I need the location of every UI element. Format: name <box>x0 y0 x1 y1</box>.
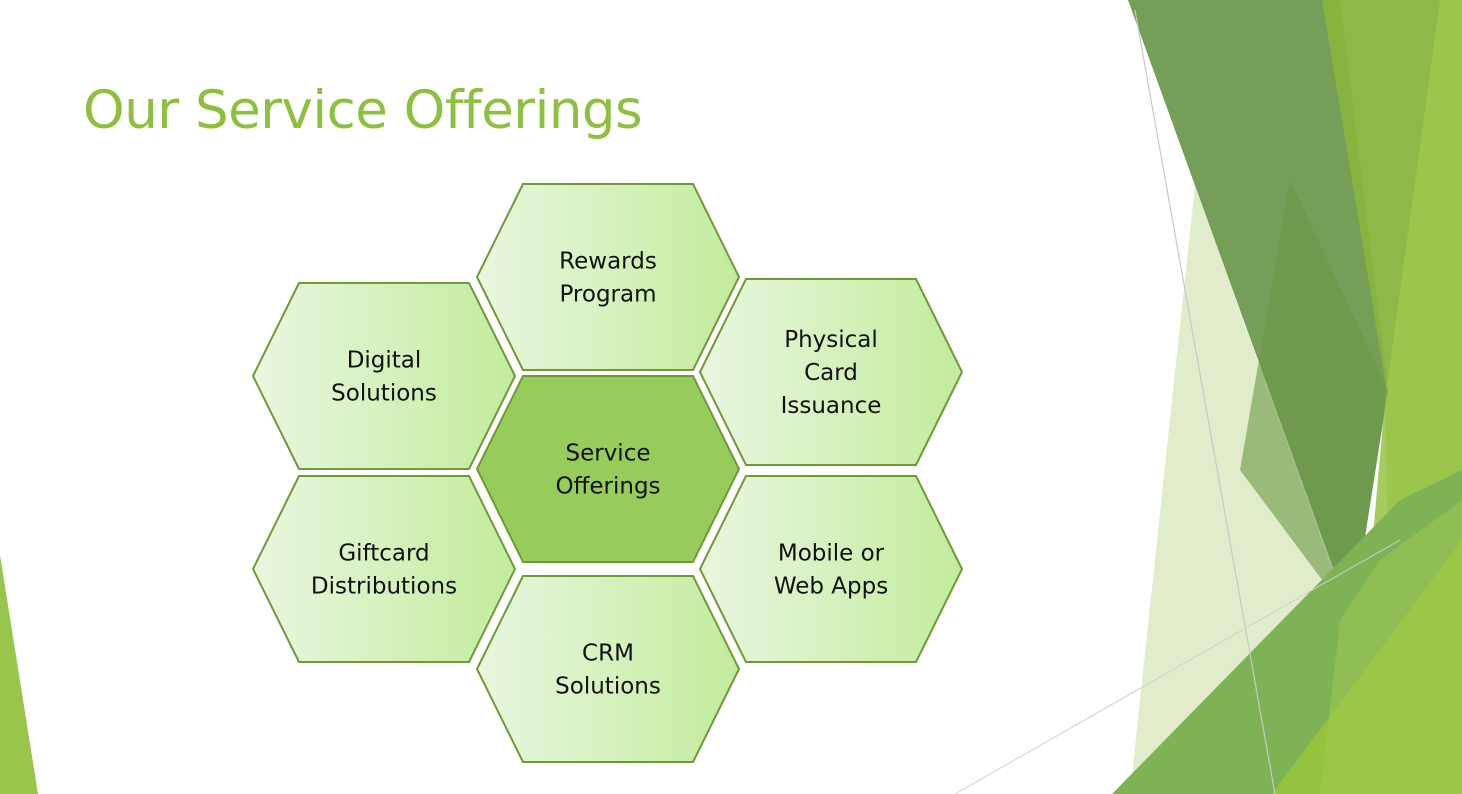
hexagon-label-line: CRM <box>582 641 634 667</box>
hexagon-label-line: Solutions <box>555 674 661 700</box>
hexagon-label-line: Digital <box>347 348 422 374</box>
hexagon-label-line: Service <box>565 441 650 467</box>
hexagon-shape <box>475 183 741 371</box>
hexagon-mobile: Mobile or Web Apps <box>698 475 964 663</box>
hexagon-label-line: Giftcard <box>338 541 429 567</box>
hexagon-shape <box>475 375 741 563</box>
hexagon-label-line: Solutions <box>331 381 437 407</box>
hexagon-label: Mobile or Web Apps <box>774 541 888 600</box>
hexagon-label-line: Distributions <box>311 574 457 600</box>
hexagon-label-line: Card <box>804 360 858 386</box>
deco-lime-sliver <box>1320 500 1462 794</box>
hexagon-shape <box>698 278 964 466</box>
deco-line <box>954 539 1401 794</box>
hexagon-label-line: Physical <box>784 327 878 353</box>
hexagon-shape <box>251 282 517 470</box>
hexagon-shape <box>475 575 741 763</box>
hexagon-label-line: Rewards <box>559 249 657 275</box>
hexagon-label: CRM Solutions <box>555 641 661 700</box>
hexagon-shape <box>698 475 964 663</box>
deco-line <box>1134 9 1276 794</box>
hexagon-label-line: Issuance <box>781 393 882 419</box>
hexagon-label-line: Offerings <box>555 474 660 500</box>
hexagon-label-line: Web Apps <box>774 574 888 600</box>
hexagon-label-line: Program <box>559 282 656 308</box>
hexagon-label-line: Mobile or <box>778 541 885 567</box>
hexagon-shape <box>251 475 517 663</box>
deco-lime-triangle <box>1272 540 1462 794</box>
slide-title: Our Service Offerings <box>83 80 643 141</box>
hexagon-crm: CRM Solutions <box>475 575 741 763</box>
deco-dark-overlap <box>1240 180 1388 620</box>
left-green-stripe <box>0 555 38 794</box>
